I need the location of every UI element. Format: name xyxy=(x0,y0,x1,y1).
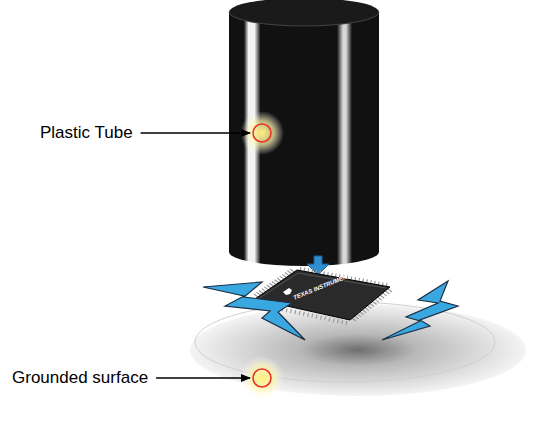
spacer xyxy=(290,243,300,264)
chip-pin xyxy=(254,294,258,297)
part-label: Grounded surface xyxy=(12,368,148,388)
chip-pin xyxy=(285,273,289,276)
chip-pin xyxy=(362,310,366,313)
chip-pin xyxy=(333,318,334,322)
chip-pin xyxy=(316,315,317,319)
chip-pin xyxy=(303,312,304,316)
chip-pin xyxy=(290,309,291,313)
chip-pin xyxy=(286,308,287,312)
ti-logo xyxy=(283,288,292,295)
chip-pin xyxy=(357,314,361,317)
chip-pin xyxy=(337,319,338,323)
discharge-bolt xyxy=(203,282,305,340)
part-label: Plastic Tube xyxy=(40,123,133,143)
plastic-tube xyxy=(229,0,379,266)
chip-pin xyxy=(380,295,384,298)
chip-pin xyxy=(375,299,379,302)
chip-pin xyxy=(259,290,263,293)
chip-pin xyxy=(312,314,313,318)
chip-pin xyxy=(308,313,309,317)
leader-arrow xyxy=(156,377,250,379)
chip-pin xyxy=(385,291,389,294)
chip-pin xyxy=(360,312,364,315)
chip-pin xyxy=(325,316,326,320)
chip-pin xyxy=(267,285,271,288)
chip-pin xyxy=(388,289,392,292)
chip-pin xyxy=(287,271,291,274)
chip-pin xyxy=(264,287,268,290)
chip-pin xyxy=(269,283,273,286)
chip-pin xyxy=(373,301,377,304)
chip-pin xyxy=(280,276,284,279)
discharge-bolt xyxy=(382,281,458,340)
chip-pin xyxy=(342,320,343,324)
chip-pin xyxy=(295,310,296,314)
chip-pin xyxy=(346,321,347,325)
chip-pin xyxy=(272,282,276,285)
chip-pin xyxy=(257,292,261,295)
chip-pin xyxy=(299,311,300,315)
chip-pin xyxy=(290,269,294,272)
chip-pin xyxy=(329,317,330,321)
chip-pin xyxy=(383,293,387,296)
callout-circle xyxy=(253,369,271,387)
callout-circle xyxy=(253,124,271,142)
chip-pin xyxy=(282,274,286,277)
chip-pin xyxy=(277,278,281,281)
chip-pin xyxy=(275,280,279,283)
leader-arrow xyxy=(141,132,250,134)
chip-pin xyxy=(262,289,266,292)
chip-pin xyxy=(365,308,369,311)
chip-pin xyxy=(367,306,371,309)
chip-pin xyxy=(378,297,382,300)
chip-pin xyxy=(320,316,321,320)
chip-pin xyxy=(370,304,374,307)
